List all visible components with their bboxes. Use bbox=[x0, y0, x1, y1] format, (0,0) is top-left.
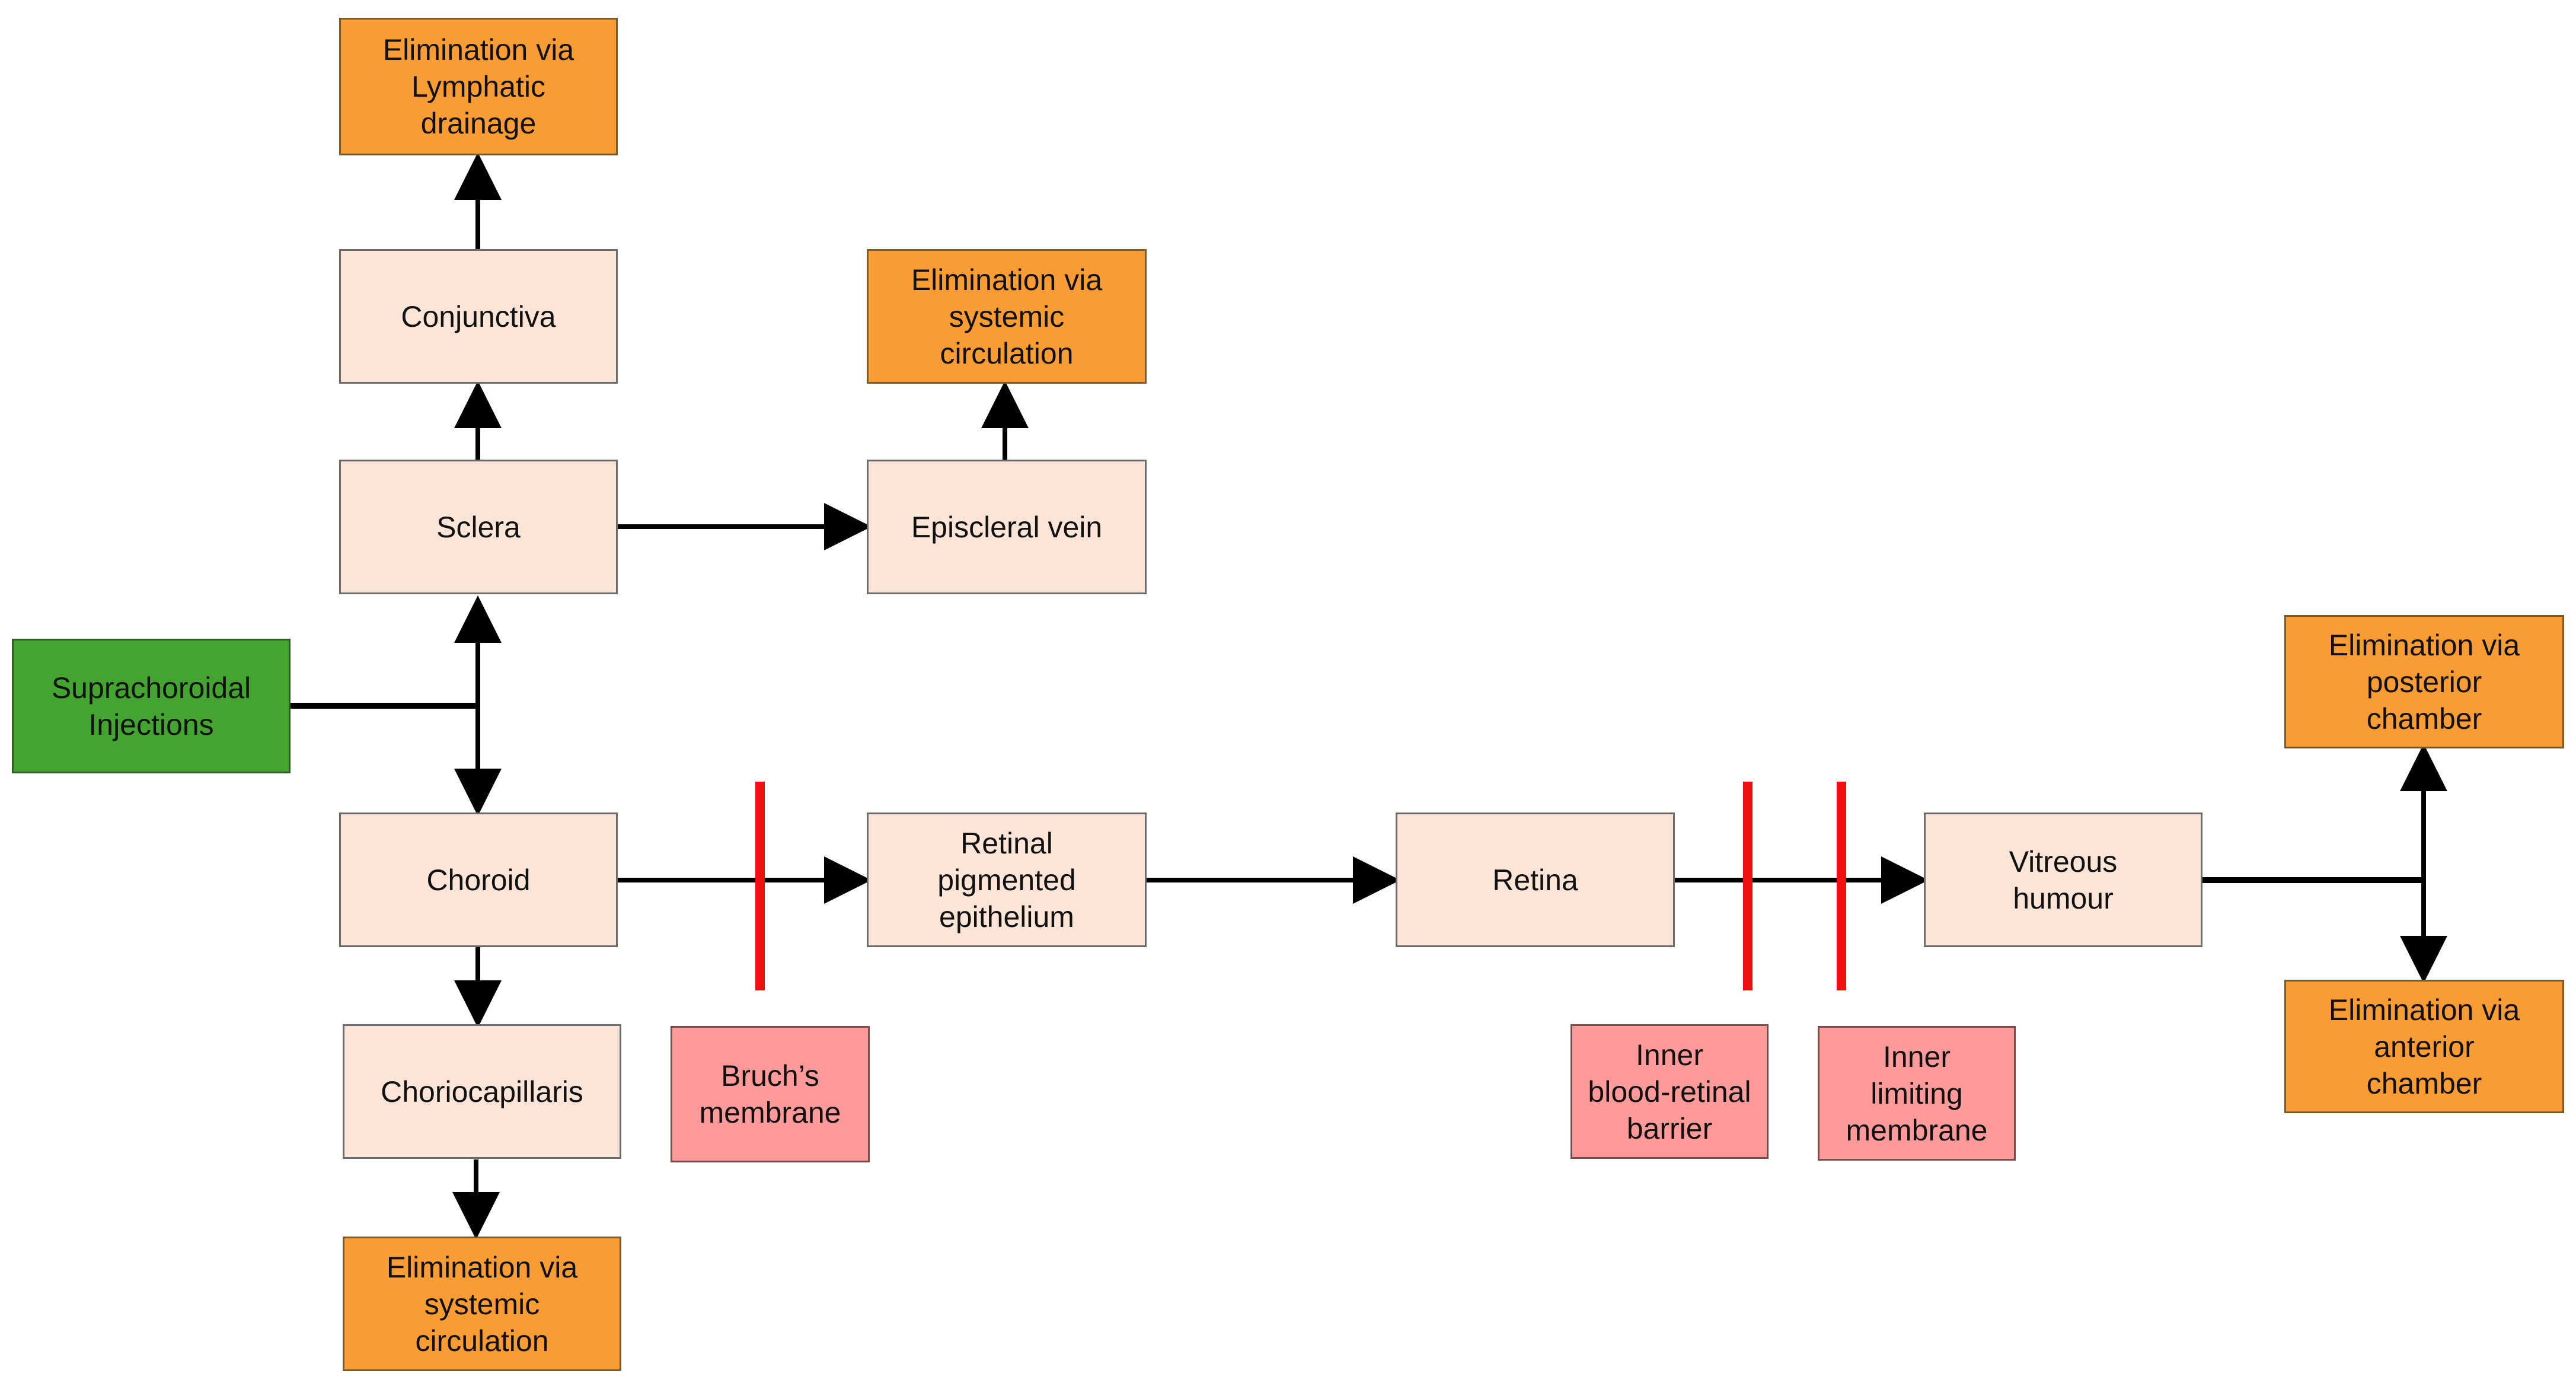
elimination-anterior-chamber-label: Elimination via anterior chamber bbox=[2328, 993, 2520, 1100]
vitreous-humour-label: Vitreous humour bbox=[2009, 845, 2118, 915]
choriocapillaris-node: Choriocapillaris bbox=[343, 1024, 621, 1159]
elimination-systemic-top-label: Elimination via systemic circulation bbox=[911, 263, 1103, 370]
inner-blood-retinal-barrier-node: Inner blood-retinal barrier bbox=[1571, 1024, 1769, 1159]
bruchs-membrane-label: Bruch’s membrane bbox=[699, 1059, 841, 1129]
episcleral-vein-label: Episcleral vein bbox=[911, 510, 1103, 544]
elimination-lymphatic-label: Elimination via Lymphatic drainage bbox=[382, 33, 574, 140]
choroid-label: Choroid bbox=[426, 863, 531, 897]
sclera-label: Sclera bbox=[436, 510, 521, 544]
elimination-systemic-bottom-label: Elimination via systemic circulation bbox=[386, 1250, 578, 1358]
suprachoroidal-injections-label: Suprachoroidal Injections bbox=[51, 671, 251, 741]
choriocapillaris-label: Choriocapillaris bbox=[381, 1075, 583, 1108]
sclera-node: Sclera bbox=[339, 460, 618, 594]
elimination-systemic-top-node: Elimination via systemic circulation bbox=[867, 249, 1147, 384]
conjunctiva-label: Conjunctiva bbox=[401, 299, 556, 333]
retina-node: Retina bbox=[1396, 813, 1675, 947]
retinal-pigmented-epithelium-label: Retinal pigmented epithelium bbox=[937, 826, 1076, 933]
elimination-systemic-bottom-node: Elimination via systemic circulation bbox=[343, 1237, 621, 1371]
elimination-posterior-chamber-label: Elimination via posterior chamber bbox=[2328, 628, 2520, 735]
bruchs-membrane-node: Bruch’s membrane bbox=[671, 1026, 870, 1162]
inner-limiting-membrane-node: Inner limiting membrane bbox=[1818, 1026, 2016, 1161]
inner-limiting-membrane-label: Inner limiting membrane bbox=[1846, 1040, 1988, 1147]
conjunctiva-node: Conjunctiva bbox=[339, 249, 618, 384]
retinal-pigmented-epithelium-node: Retinal pigmented epithelium bbox=[867, 813, 1147, 947]
elimination-posterior-chamber-node: Elimination via posterior chamber bbox=[2284, 615, 2564, 748]
suprachoroidal-injections-node: Suprachoroidal Injections bbox=[12, 639, 291, 773]
elimination-lymphatic-node: Elimination via Lymphatic drainage bbox=[339, 18, 618, 155]
retina-label: Retina bbox=[1492, 863, 1578, 897]
vitreous-humour-node: Vitreous humour bbox=[1924, 813, 2202, 947]
episcleral-vein-node: Episcleral vein bbox=[867, 460, 1147, 594]
elimination-anterior-chamber-node: Elimination via anterior chamber bbox=[2284, 980, 2564, 1113]
inner-blood-retinal-barrier-label: Inner blood-retinal barrier bbox=[1588, 1038, 1751, 1145]
choroid-node: Choroid bbox=[339, 813, 618, 947]
